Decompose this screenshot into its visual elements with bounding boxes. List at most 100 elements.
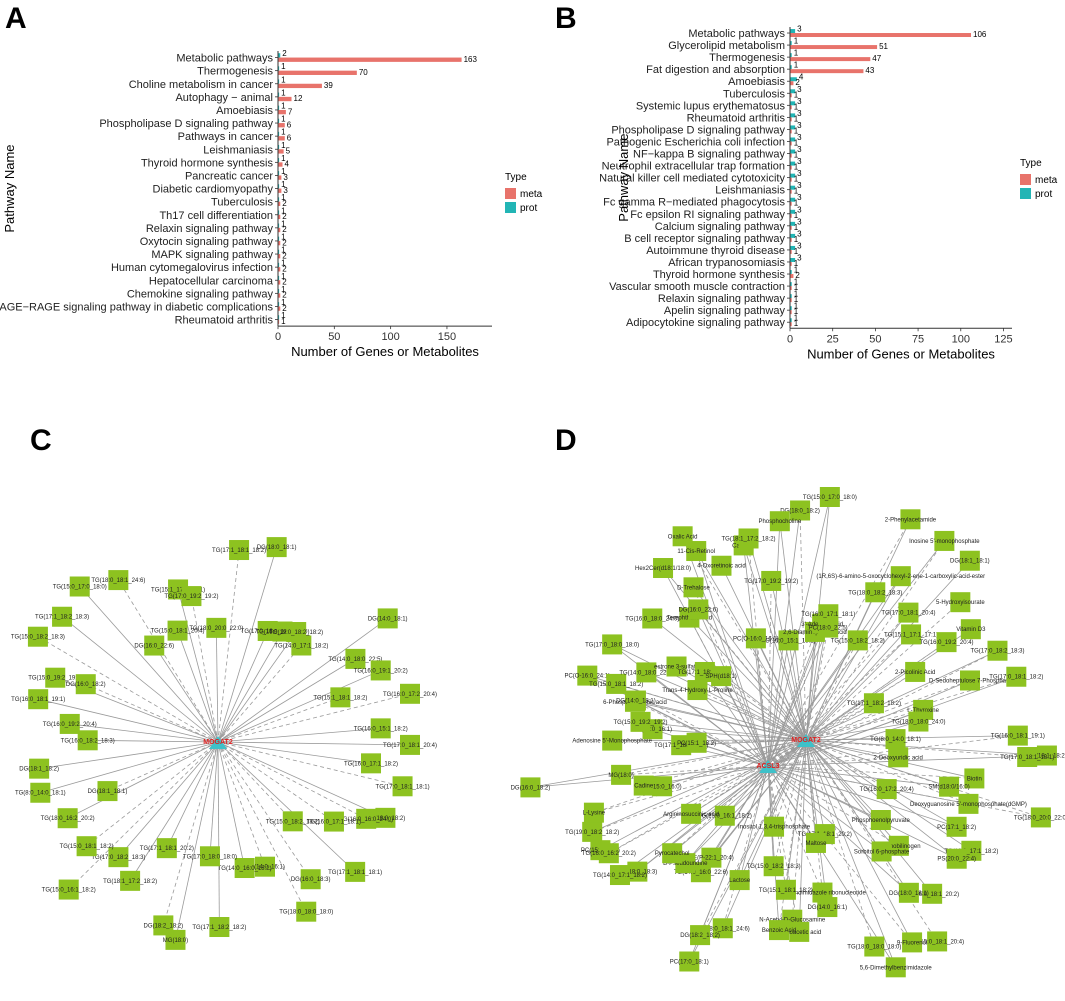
value-label-meta: 1 (794, 307, 799, 316)
edge (805, 739, 913, 943)
edge (805, 650, 998, 741)
edge (805, 738, 896, 741)
legend-title: Type (1020, 158, 1042, 169)
network-node (375, 807, 396, 828)
bar-prot (790, 161, 796, 166)
bar-prot (790, 29, 796, 34)
bar-prot (278, 236, 280, 241)
edge (697, 609, 769, 767)
legend-swatch-meta (1020, 174, 1031, 185)
value-label-meta: 4 (285, 160, 290, 169)
x-tick-label: 25 (827, 333, 839, 345)
bar-meta (790, 249, 792, 254)
bar-meta (790, 286, 792, 291)
category-label: Autoimmune thyroid disease (646, 245, 785, 257)
legend-label-prot: prot (1035, 189, 1052, 200)
edge (773, 739, 807, 827)
network-node (345, 648, 366, 669)
edge (767, 765, 882, 821)
network-node (864, 936, 885, 957)
network-node (738, 528, 759, 549)
value-label-meta: 1 (794, 223, 799, 232)
network-node (266, 537, 287, 558)
network-node (199, 846, 220, 867)
edge (805, 739, 882, 852)
node-label: TG(15:0_16:1_18:2) (698, 814, 752, 820)
node-label: TG(16:0_18:0_24:0) (255, 630, 309, 636)
node-label: Biotin (967, 776, 982, 782)
edge (722, 765, 769, 929)
node-label: 5-Hydroxyisourate (936, 600, 985, 606)
bar-meta (278, 123, 285, 128)
edge (798, 739, 807, 932)
bar-prot (790, 125, 796, 130)
network-node (763, 856, 784, 877)
edge (162, 741, 219, 926)
bar-meta (790, 33, 972, 38)
network-node (960, 619, 981, 640)
node-label: DG(18:1_18:1) (88, 789, 128, 795)
edge (767, 765, 910, 894)
node-label: TG(16:0_19:1_20:2) (354, 668, 408, 674)
network-node (686, 732, 707, 753)
edge (805, 540, 945, 741)
node-label: TG(16:0_19:2_20:4) (920, 640, 974, 646)
node-label: TG(17:0_18:2_18:3) (970, 649, 1024, 655)
value-label-meta: 2 (282, 212, 287, 221)
edge (767, 765, 823, 893)
node-label: Cadine (634, 784, 654, 790)
value-label-prot: 1 (281, 101, 286, 110)
edge (217, 741, 220, 928)
network-node (761, 570, 782, 591)
edge (695, 550, 769, 767)
node-label: 5,6-Dimethylbenzimidazole (860, 965, 933, 971)
bar-meta (278, 227, 281, 233)
value-label-prot: 1 (281, 193, 286, 202)
value-label-prot: 3 (797, 133, 802, 142)
bar-meta (278, 254, 281, 259)
panel-label-d: D (555, 424, 577, 457)
edge (592, 739, 807, 833)
value-label-meta: 2 (282, 251, 287, 260)
node-label: TG(18:0_18:1_24:6) (91, 578, 145, 584)
edge (191, 596, 219, 743)
network-node (672, 526, 693, 547)
edge (175, 741, 219, 940)
category-label: Human cytomegalovirus infection (111, 262, 273, 274)
bar-prot (278, 79, 280, 84)
node-label: DG(18:0_18:1) (889, 891, 929, 897)
node-label: DG(18:0_18:2) (780, 508, 820, 514)
node-label: PC(18:0_22:5) (809, 626, 848, 632)
edge (805, 627, 829, 741)
network-node (934, 530, 955, 551)
edge (699, 765, 769, 936)
edge (767, 634, 912, 767)
node-label: TG(16:0_16:0_24:0) (339, 817, 393, 823)
node-label: Maltose (805, 841, 827, 847)
edge (805, 739, 875, 947)
network-node (769, 511, 790, 532)
node-label: DG(18:1_18:2) (19, 767, 59, 773)
network-node (775, 879, 796, 900)
network-node (865, 582, 886, 603)
x-tick-label: 75 (912, 333, 924, 345)
edge (805, 634, 912, 741)
node-label: TG(16:0_17:1_18:2) (944, 849, 998, 855)
node-label: Inositol 1,3,4-trisphosphate (738, 825, 811, 831)
network-node (1030, 807, 1051, 828)
value-label-prot: 3 (797, 205, 802, 214)
bar-meta (790, 81, 794, 86)
edge (767, 765, 900, 847)
value-label-meta: 1 (794, 90, 799, 99)
bar-prot (278, 223, 280, 228)
edge (805, 739, 828, 908)
value-label-prot: 3 (797, 97, 802, 106)
value-label-prot: 1 (794, 61, 799, 70)
node-label: TG(15:1_18:1_18:2) (759, 888, 813, 894)
node-label: PE(P-22:1_20:4) (689, 856, 734, 862)
network-node (1017, 747, 1038, 768)
node-label: TG(14:0_17:1_18:2) (274, 643, 328, 649)
value-label-meta: 1 (794, 138, 799, 147)
network-node (939, 776, 960, 797)
node-label: 9-Fluorenol (897, 940, 927, 946)
